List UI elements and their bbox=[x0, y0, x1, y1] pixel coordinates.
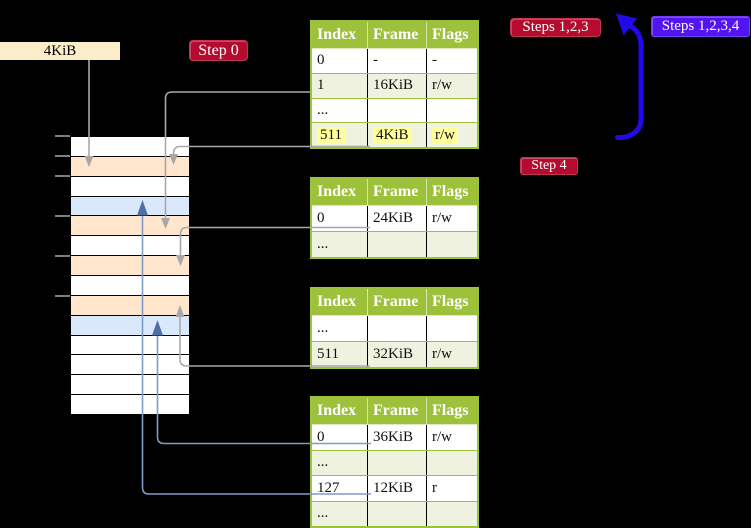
table-row: ... bbox=[312, 97, 477, 123]
index-cell: 0 bbox=[317, 210, 325, 226]
frame-cell: 24KiB bbox=[367, 206, 426, 231]
loop-back-arrow bbox=[615, 13, 644, 141]
frame-cell bbox=[367, 450, 426, 475]
index-cell: ... bbox=[317, 320, 329, 336]
column-header: Flags bbox=[426, 289, 477, 315]
physical-memory-stack bbox=[70, 136, 190, 415]
table-row: ... bbox=[312, 500, 477, 526]
column-header: Frame bbox=[367, 398, 426, 424]
flags-cell bbox=[426, 501, 477, 526]
flags-cell: r/w bbox=[426, 206, 477, 231]
index-cell: ... bbox=[317, 454, 329, 471]
highlight-text: 511 bbox=[317, 126, 345, 144]
badge-step-4: Step 4 bbox=[520, 157, 578, 175]
frame-cell bbox=[367, 98, 426, 123]
table-row: 0 24KiB r/w bbox=[312, 206, 477, 231]
index-cell: ... bbox=[317, 236, 329, 252]
table-header-row: Index Frame Flags bbox=[312, 179, 477, 206]
flags-cell bbox=[426, 232, 477, 257]
index-cell: 511 bbox=[317, 346, 339, 362]
flags-cell bbox=[426, 316, 477, 341]
flags-cell: r/w bbox=[426, 123, 477, 147]
frame-cell bbox=[367, 501, 426, 526]
badge-steps-1234: Steps 1,2,3,4 bbox=[651, 16, 750, 37]
table-row: 0 36KiB r/w bbox=[312, 425, 477, 450]
index-cell: 1 bbox=[317, 77, 325, 94]
badge-step-0: Step 0 bbox=[189, 40, 248, 61]
table-row: 0 - - bbox=[312, 49, 477, 73]
table-row: ... bbox=[312, 231, 477, 257]
arrow-pt1-idx511-to-frame4 bbox=[169, 145, 370, 165]
column-header: Flags bbox=[426, 179, 477, 205]
page-table-second: Index Frame Flags 0 24KiB r/w ... bbox=[310, 177, 479, 259]
frame-cell bbox=[367, 232, 426, 257]
frame-cell: - bbox=[367, 49, 426, 73]
flags-cell: - bbox=[426, 49, 477, 73]
table-row-highlighted: 511 4KiB r/w bbox=[312, 122, 477, 147]
frame-cell: 16KiB bbox=[367, 73, 426, 98]
frame-cell: 4KiB bbox=[367, 123, 426, 147]
frame-size-label: 4KiB bbox=[0, 42, 120, 60]
index-cell: 127 bbox=[317, 479, 340, 496]
page-table-bottom: Index Frame Flags 0 36KiB r/w ... 127 12… bbox=[310, 396, 479, 528]
page-table-top: Index Frame Flags 0 - - 1 16KiB r/w ... … bbox=[310, 20, 479, 149]
index-cell: 0 bbox=[317, 428, 325, 445]
column-header: Index bbox=[317, 293, 357, 310]
memory-frame-0kib bbox=[71, 137, 189, 157]
flags-cell bbox=[426, 450, 477, 475]
page-table-third: Index Frame Flags ... 511 32KiB r/w bbox=[310, 287, 479, 369]
flags-cell bbox=[426, 98, 477, 123]
address-tick bbox=[55, 255, 70, 257]
column-header: Frame bbox=[367, 289, 426, 315]
column-header: Flags bbox=[426, 22, 477, 48]
memory-frame-48kib bbox=[71, 375, 189, 396]
address-tick bbox=[55, 295, 70, 297]
flags-cell: r/w bbox=[426, 342, 477, 367]
memory-frame-16kib bbox=[71, 216, 189, 237]
address-tick bbox=[55, 175, 70, 177]
memory-frame-36kib bbox=[71, 315, 189, 336]
frame-cell bbox=[367, 316, 426, 341]
table-row: 1 16KiB r/w bbox=[312, 72, 477, 98]
index-cell: 0 bbox=[317, 52, 325, 69]
frame-cell: 12KiB bbox=[367, 476, 426, 501]
memory-frame-24kib bbox=[71, 256, 189, 277]
memory-frame-28kib bbox=[71, 276, 189, 296]
memory-frame-20kib bbox=[71, 236, 189, 257]
address-tick bbox=[55, 135, 70, 137]
memory-frame-12kib bbox=[71, 196, 189, 217]
table-header-row: Index Frame Flags bbox=[312, 289, 477, 316]
highlight-text: 4KiB bbox=[373, 126, 412, 144]
memory-frame-32kib bbox=[71, 295, 189, 316]
frame-cell: 32KiB bbox=[367, 342, 426, 367]
address-tick bbox=[55, 155, 70, 157]
flags-cell: r/w bbox=[426, 73, 477, 98]
frame-cell: 36KiB bbox=[367, 425, 426, 450]
column-header: Flags bbox=[426, 398, 477, 424]
memory-frame-40kib bbox=[71, 335, 189, 356]
table-header-row: Index Frame Flags bbox=[312, 398, 477, 425]
column-header: Frame bbox=[367, 179, 426, 205]
memory-frame-44kib bbox=[71, 355, 189, 376]
index-cell: ... bbox=[317, 101, 329, 118]
table-row: ... bbox=[312, 316, 477, 341]
table-row: 511 32KiB r/w bbox=[312, 341, 477, 367]
address-tick bbox=[55, 215, 70, 217]
table-row: ... bbox=[312, 449, 477, 475]
column-header: Index bbox=[317, 402, 357, 419]
index-cell: 511 bbox=[312, 123, 367, 147]
column-header: Frame bbox=[367, 22, 426, 48]
memory-frame-4kib bbox=[71, 156, 189, 177]
column-header: Index bbox=[317, 183, 357, 200]
badge-steps-123: Steps 1,2,3 bbox=[510, 18, 601, 37]
table-row: 127 12KiB r bbox=[312, 475, 477, 501]
column-header: Index bbox=[317, 26, 357, 43]
memory-frame-52kib bbox=[71, 395, 189, 415]
table-header-row: Index Frame Flags bbox=[312, 22, 477, 49]
flags-cell: r/w bbox=[426, 425, 477, 450]
highlight-text: r/w bbox=[432, 126, 458, 144]
flags-cell: r bbox=[426, 476, 477, 501]
index-cell: ... bbox=[317, 505, 329, 522]
memory-frame-8kib bbox=[71, 176, 189, 197]
